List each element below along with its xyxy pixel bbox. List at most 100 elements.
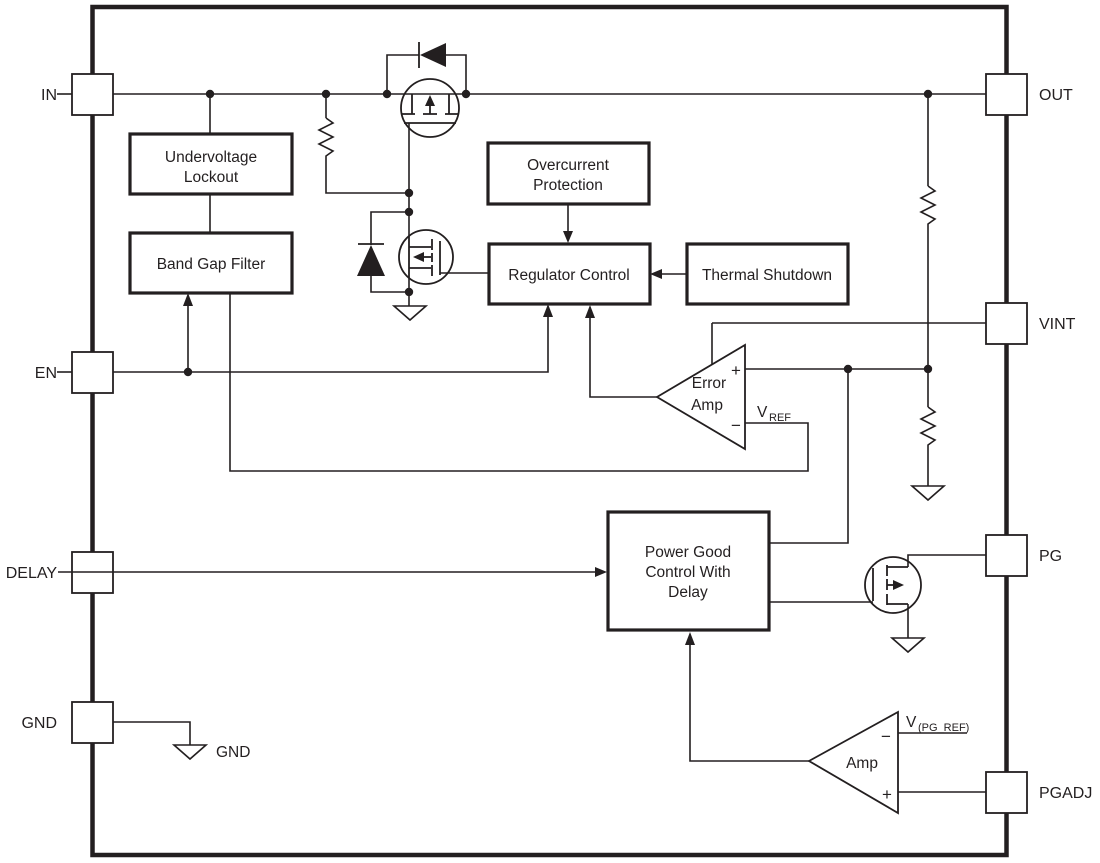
arrow-thermal-into-regctrl — [650, 269, 662, 279]
pg-amp-label: Amp — [846, 755, 878, 772]
junction-dots — [183, 89, 933, 377]
feedback-divider-resistors-icon — [919, 94, 937, 486]
error-amp-triangle — [655, 343, 746, 451]
pass-fet-body — [400, 78, 460, 138]
junction-dot — [404, 188, 414, 198]
arrow-into-pgood — [685, 632, 695, 645]
wire-pgamp-out — [689, 644, 809, 762]
ground-icon — [391, 305, 429, 322]
pin-label-en: EN — [35, 365, 57, 382]
wire-gnd-pin — [111, 721, 191, 745]
arrow-delay-into-pgood — [595, 567, 607, 577]
pg-amp-symbol: Amp − + — [807, 710, 899, 815]
vref-subscript: REF — [769, 412, 791, 424]
fet-body-arrow-icon — [425, 95, 435, 106]
pin-pgadj — [985, 771, 1028, 814]
fet-body-arrow-icon — [893, 580, 904, 590]
block-label: Regulator Control — [508, 267, 629, 284]
junction-dot — [183, 367, 193, 377]
error-amp-label: Amp — [691, 397, 723, 414]
ground-icon — [889, 637, 927, 654]
wires — [57, 54, 988, 793]
pin-label-gnd: GND — [21, 715, 57, 732]
pin-label-pg: PG — [1039, 548, 1062, 565]
junction-dot — [404, 207, 414, 217]
arrowheads — [183, 231, 695, 645]
block-overcurrent-protection: Overcurrent Protection — [486, 141, 651, 206]
arrow-into-bandgap — [183, 293, 193, 306]
pin-label-in: IN — [41, 87, 57, 104]
plus-sign: + — [731, 361, 741, 380]
wire-vref-path — [229, 293, 809, 472]
block-thermal-shutdown: Thermal Shutdown — [685, 242, 850, 306]
pass-fet-symbol — [400, 78, 460, 138]
block-label: Thermal Shutdown — [702, 267, 832, 284]
block-label: Overcurrent — [527, 157, 610, 174]
pgref-label: V — [906, 714, 917, 731]
pin-out — [985, 73, 1028, 116]
wire-vint-supply — [711, 322, 986, 364]
block-label: Undervoltage — [165, 149, 257, 166]
minus-sign: − — [881, 727, 891, 746]
fet-body-arrow-icon — [413, 252, 424, 262]
wire-en-to-regctrl — [113, 317, 549, 373]
resistor-icon — [317, 117, 409, 194]
pin-label-out: OUT — [1039, 87, 1073, 104]
pin-pg — [985, 534, 1028, 577]
reverse-body-diode-icon — [418, 42, 446, 68]
pg-amp-triangle — [807, 710, 899, 815]
arrow-en-into-regctrl — [543, 304, 553, 317]
pin-gnd — [71, 701, 114, 744]
junction-dot — [461, 89, 471, 99]
ground-symbols — [171, 305, 947, 761]
pg-fet-symbol — [864, 556, 922, 614]
block-band-gap-filter: Band Gap Filter — [128, 231, 294, 295]
junction-dot — [843, 364, 853, 374]
minus-sign: − — [731, 416, 741, 435]
vref-label: V — [757, 404, 768, 421]
block-label: Protection — [533, 177, 603, 194]
wire-pgfet-drain-to-pg — [907, 554, 988, 567]
pin-in — [71, 73, 114, 116]
junction-dot — [923, 89, 933, 99]
discharge-fet-body — [398, 229, 454, 285]
arrow-ocp-into-regctrl — [563, 231, 573, 243]
pins: IN EN DELAY GND OUT VINT PG PGADJ — [6, 73, 1092, 814]
function-blocks: Undervoltage Lockout Band Gap Filter Ove… — [128, 132, 850, 632]
error-amp-label: Error — [692, 375, 726, 392]
arrow-erroramp-into-regctrl — [585, 305, 595, 318]
block-label: Band Gap Filter — [157, 256, 266, 273]
block-regulator-control: Regulator Control — [487, 242, 652, 306]
pgref-subscript: (PG_REF) — [918, 722, 969, 734]
block-undervoltage-lockout: Undervoltage Lockout — [128, 132, 294, 196]
block-power-good-control: Power Good Control With Delay — [606, 510, 771, 632]
wire-erroramp-out — [589, 317, 657, 398]
error-amp-symbol: Error Amp + − — [655, 343, 746, 451]
junction-dot — [205, 89, 215, 99]
block-label: Delay — [668, 584, 708, 601]
pin-label-delay: DELAY — [6, 565, 58, 582]
net-labels: V REF V (PG_REF) GND — [216, 404, 969, 761]
pin-en — [71, 351, 114, 394]
wire-feedback-to-pgood — [769, 369, 849, 544]
wire-body-diode-loop — [386, 54, 467, 94]
pin-label-vint: VINT — [1039, 316, 1076, 333]
plus-sign: + — [882, 785, 892, 804]
diodes — [357, 42, 446, 276]
block-label: Control With — [645, 564, 730, 581]
block-label: Lockout — [184, 169, 239, 186]
junction-dot — [923, 364, 933, 374]
gnd-net-label: GND — [216, 744, 250, 761]
discharge-fet-symbol — [398, 229, 454, 285]
pin-vint — [985, 302, 1028, 345]
ground-icon — [171, 744, 209, 761]
ground-icon — [909, 485, 947, 502]
clamp-diode-icon — [357, 243, 385, 276]
wire-clamp-diode-branch — [370, 211, 409, 293]
pin-label-pgadj: PGADJ — [1039, 785, 1092, 802]
junction-dot — [404, 287, 414, 297]
ic-outline — [90, 4, 1009, 858]
junction-dot — [321, 89, 331, 99]
